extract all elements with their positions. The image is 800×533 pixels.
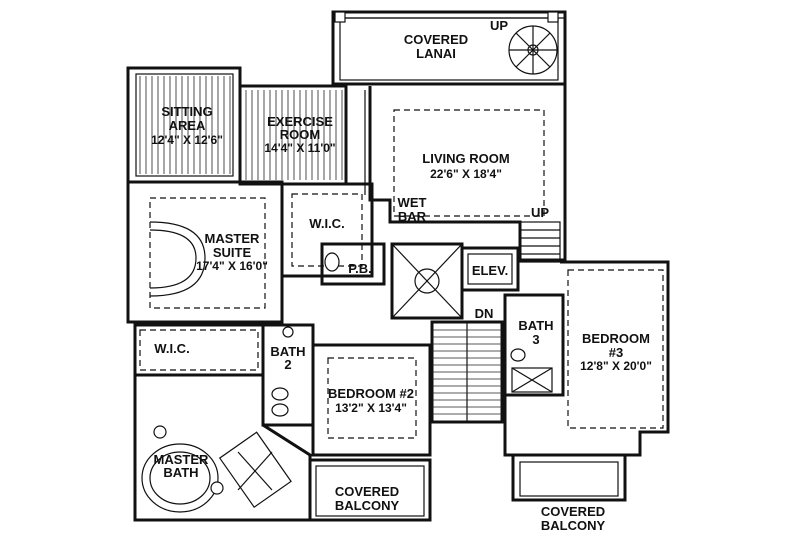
- label-living-dim: 22'6" X 18'4": [430, 167, 502, 181]
- label-up-lanai: UP: [490, 18, 508, 33]
- label-balcony-right-2: BALCONY: [541, 518, 606, 533]
- label-master-suite-2: SUITE: [213, 245, 252, 260]
- label-bedroom3-1: BEDROOM: [582, 331, 650, 346]
- bedroom-2: [311, 343, 432, 457]
- label-wic-upper: W.I.C.: [309, 216, 344, 231]
- label-exercise-dim: 14'4" X 11'0": [264, 141, 335, 155]
- label-elev: ELEV.: [472, 263, 508, 278]
- label-exercise-1: EXERCISE: [267, 114, 333, 129]
- label-living-1: LIVING ROOM: [422, 151, 509, 166]
- label-up-living: UP: [531, 205, 549, 220]
- powder-bath: [320, 242, 386, 286]
- label-sitting-1: SITTING: [161, 104, 212, 119]
- label-wic-lower: W.I.C.: [154, 341, 189, 356]
- master-suite: [126, 180, 284, 324]
- label-bedroom3-2: #3: [609, 345, 623, 360]
- label-balcony-left-1: COVERED: [335, 484, 399, 499]
- label-bath2-2: 2: [284, 357, 291, 372]
- label-balcony-left-2: BALCONY: [335, 498, 400, 513]
- label-bath3-2: 3: [532, 332, 539, 347]
- bedroom-3: [503, 260, 670, 457]
- label-sitting-2: AREA: [169, 118, 206, 133]
- label-bath3-1: BATH: [518, 318, 553, 333]
- covered-balcony-left: [308, 458, 432, 522]
- label-dn: DN: [475, 306, 494, 321]
- label-wetbar-2: BAR: [398, 209, 427, 224]
- label-sitting-dim: 12'4" X 12'6": [151, 133, 223, 147]
- label-master-bath-2: BATH: [163, 465, 198, 480]
- master-bath: [133, 373, 312, 522]
- bath-2: [261, 323, 315, 427]
- elevator: [460, 246, 520, 292]
- label-bedroom2-dim: 13'2" X 13'4": [335, 401, 407, 415]
- label-master-suite-1: MASTER: [205, 231, 261, 246]
- label-bedroom2-1: BEDROOM #2: [328, 386, 414, 401]
- covered-balcony-right: [511, 453, 627, 502]
- label-exercise-2: ROOM: [280, 127, 320, 142]
- label-covered-lanai-2: LANAI: [416, 46, 456, 61]
- stair-up-right: [519, 221, 561, 263]
- label-master-bath-1: MASTER: [154, 452, 210, 467]
- label-master-suite-dim: 17'4" X 16'0": [196, 259, 268, 273]
- spiral-stair: [508, 25, 558, 75]
- wic-upper: [280, 182, 374, 278]
- foyer: [390, 242, 464, 320]
- label-wetbar-1: WET: [398, 195, 427, 210]
- label-balcony-right-1: COVERED: [541, 504, 605, 519]
- labels: COVERED LANAI UP SITTING AREA 12'4" X 12…: [151, 18, 652, 533]
- label-covered-lanai-1: COVERED: [404, 32, 468, 47]
- label-bath2-1: BATH: [270, 344, 305, 359]
- stair-down: [430, 320, 504, 424]
- label-bedroom3-dim: 12'8" X 20'0": [580, 359, 652, 373]
- label-pb: P.B.: [348, 261, 372, 276]
